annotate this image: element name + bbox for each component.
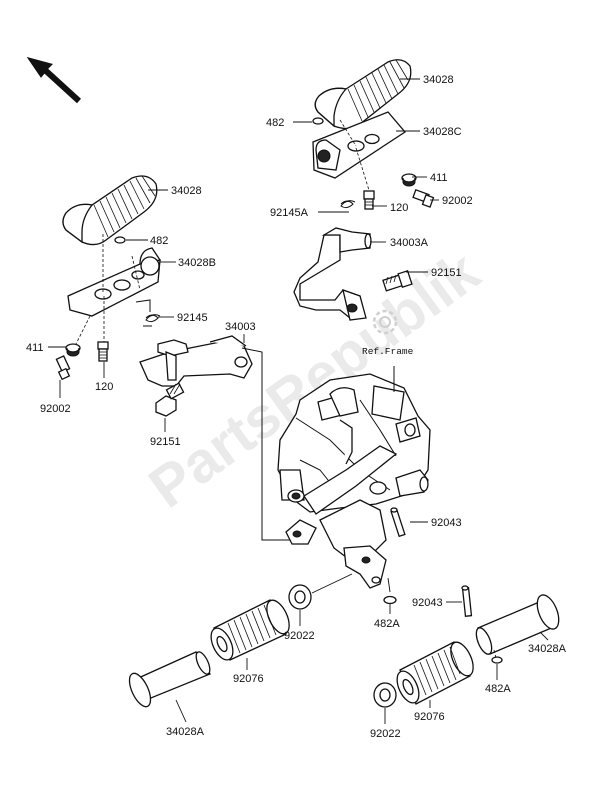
label-92151-right: 92151 (431, 267, 462, 279)
label-34028-left: 34028 (171, 185, 202, 197)
direction-arrow-icon (26, 56, 82, 104)
bolt-92002-left (55, 355, 71, 381)
label-ref-frame: Ref.Frame (362, 346, 414, 357)
label-34028-top: 34028 (423, 74, 454, 86)
washer-482a-right (491, 656, 503, 664)
label-92022-bottom: 92022 (370, 728, 401, 740)
washer-482-left (114, 236, 126, 244)
label-92076-mid: 92076 (233, 673, 264, 685)
bolt-92151-left (155, 382, 185, 417)
washer-92022-mid (288, 584, 312, 610)
label-92076-right: 92076 (414, 711, 445, 723)
label-120-left: 120 (95, 381, 113, 393)
pin-92043-mid (390, 507, 406, 538)
label-482-top: 482 (266, 117, 284, 129)
rubber-92076-mid (210, 599, 290, 661)
footpeg-34028a-left (128, 651, 211, 708)
bolt-120-right (363, 190, 375, 210)
footpeg-assembly-right (293, 59, 435, 321)
label-482-left: 482 (150, 235, 168, 247)
label-34028a-left: 34028A (166, 726, 205, 738)
label-92145a: 92145A (270, 207, 309, 219)
label-34028c: 34028C (423, 126, 462, 138)
washer-482-top (312, 117, 324, 125)
bolt-120-left (97, 341, 109, 362)
label-92043-mid: 92043 (431, 517, 462, 529)
frame-reference (277, 366, 431, 589)
label-92002-left: 92002 (40, 403, 71, 415)
bracket-34003 (139, 335, 296, 541)
label-92151-left: 92151 (150, 436, 181, 448)
leader-lines (48, 78, 549, 724)
label-34028a-right: 34028A (528, 643, 567, 655)
washer-92022-bottom (373, 682, 397, 708)
label-482a-right: 482A (485, 683, 511, 695)
rubber-92076-right (396, 641, 474, 705)
part-labels: 34028 482 34028C 411 92002 120 92145A 34… (26, 74, 567, 740)
gear-icon (372, 309, 398, 335)
label-92022-mid: 92022 (284, 630, 315, 642)
footpeg-34028a-right (475, 594, 560, 655)
footpeg-34028c (312, 111, 406, 201)
bolt-92002-right (412, 189, 435, 208)
footpeg-assembly-left (55, 175, 296, 541)
label-92145: 92145 (177, 312, 208, 324)
label-34003a: 34003A (390, 237, 429, 249)
label-482a-mid: 482A (374, 618, 400, 630)
label-411-right: 411 (430, 172, 448, 184)
rubber-footpeg-34028-left (62, 175, 158, 246)
spring-92145a (340, 200, 356, 209)
pin-92043-right (461, 585, 473, 617)
cotter-pin-411-left (65, 315, 91, 357)
footpeg-34028b (67, 234, 162, 346)
spring-92145 (145, 314, 161, 323)
lower-parts (128, 507, 560, 708)
label-92043-right: 92043 (412, 597, 443, 609)
label-411-left: 411 (26, 342, 44, 354)
bracket-34003a (293, 227, 372, 321)
label-34003: 34003 (225, 321, 256, 333)
bolt-92151-right (382, 269, 413, 292)
rubber-footpeg-34028-top (314, 59, 412, 130)
label-120-right: 120 (390, 202, 408, 214)
washer-482a-mid (383, 595, 397, 605)
cotter-pin-411-right (401, 173, 417, 187)
label-34028b: 34028B (178, 257, 216, 269)
label-92002-right: 92002 (442, 195, 473, 207)
